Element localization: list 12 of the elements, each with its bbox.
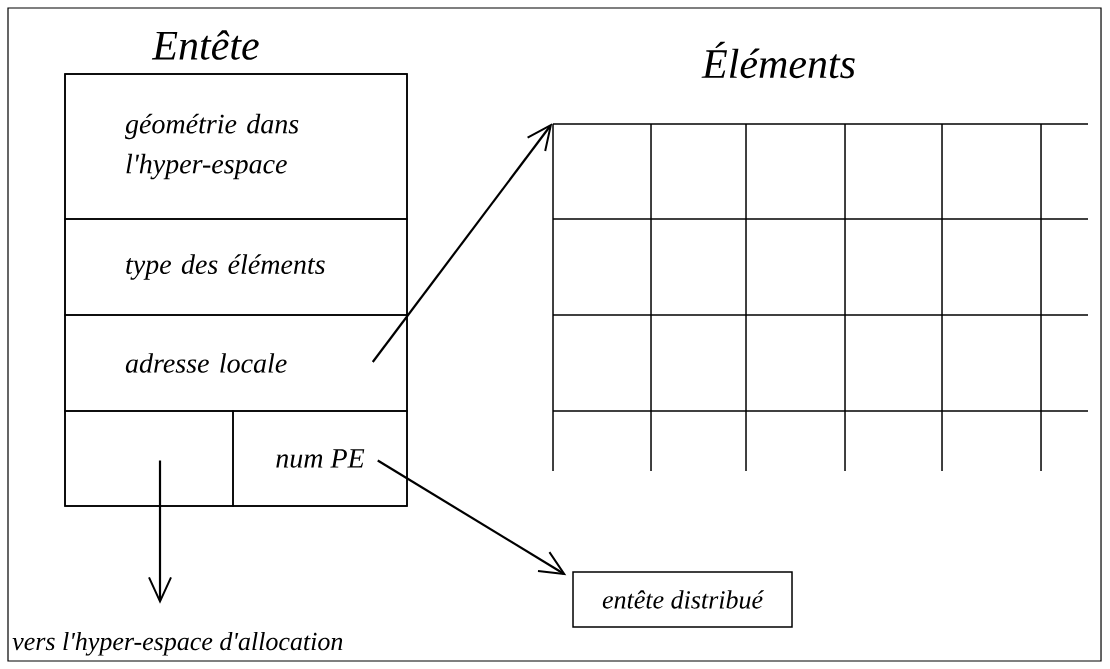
field-cell: num PE: [232, 410, 408, 507]
empty-cell: [64, 410, 234, 507]
node-label: Entête: [151, 30, 259, 60]
array-grid: Éléments: [552, 41, 1089, 472]
arrow: [148, 460, 172, 604]
field-cell: géométrie dans l'hyper-espace: [64, 73, 408, 220]
arrow: [377, 459, 567, 576]
field-cell: type des éléments: [64, 218, 408, 316]
process-box: entête distribué: [572, 571, 793, 628]
arrow: [371, 123, 553, 363]
caption-text: vers l'hyper-espace d'allocation: [12, 631, 343, 656]
field-cell: adresse locale: [64, 314, 408, 412]
